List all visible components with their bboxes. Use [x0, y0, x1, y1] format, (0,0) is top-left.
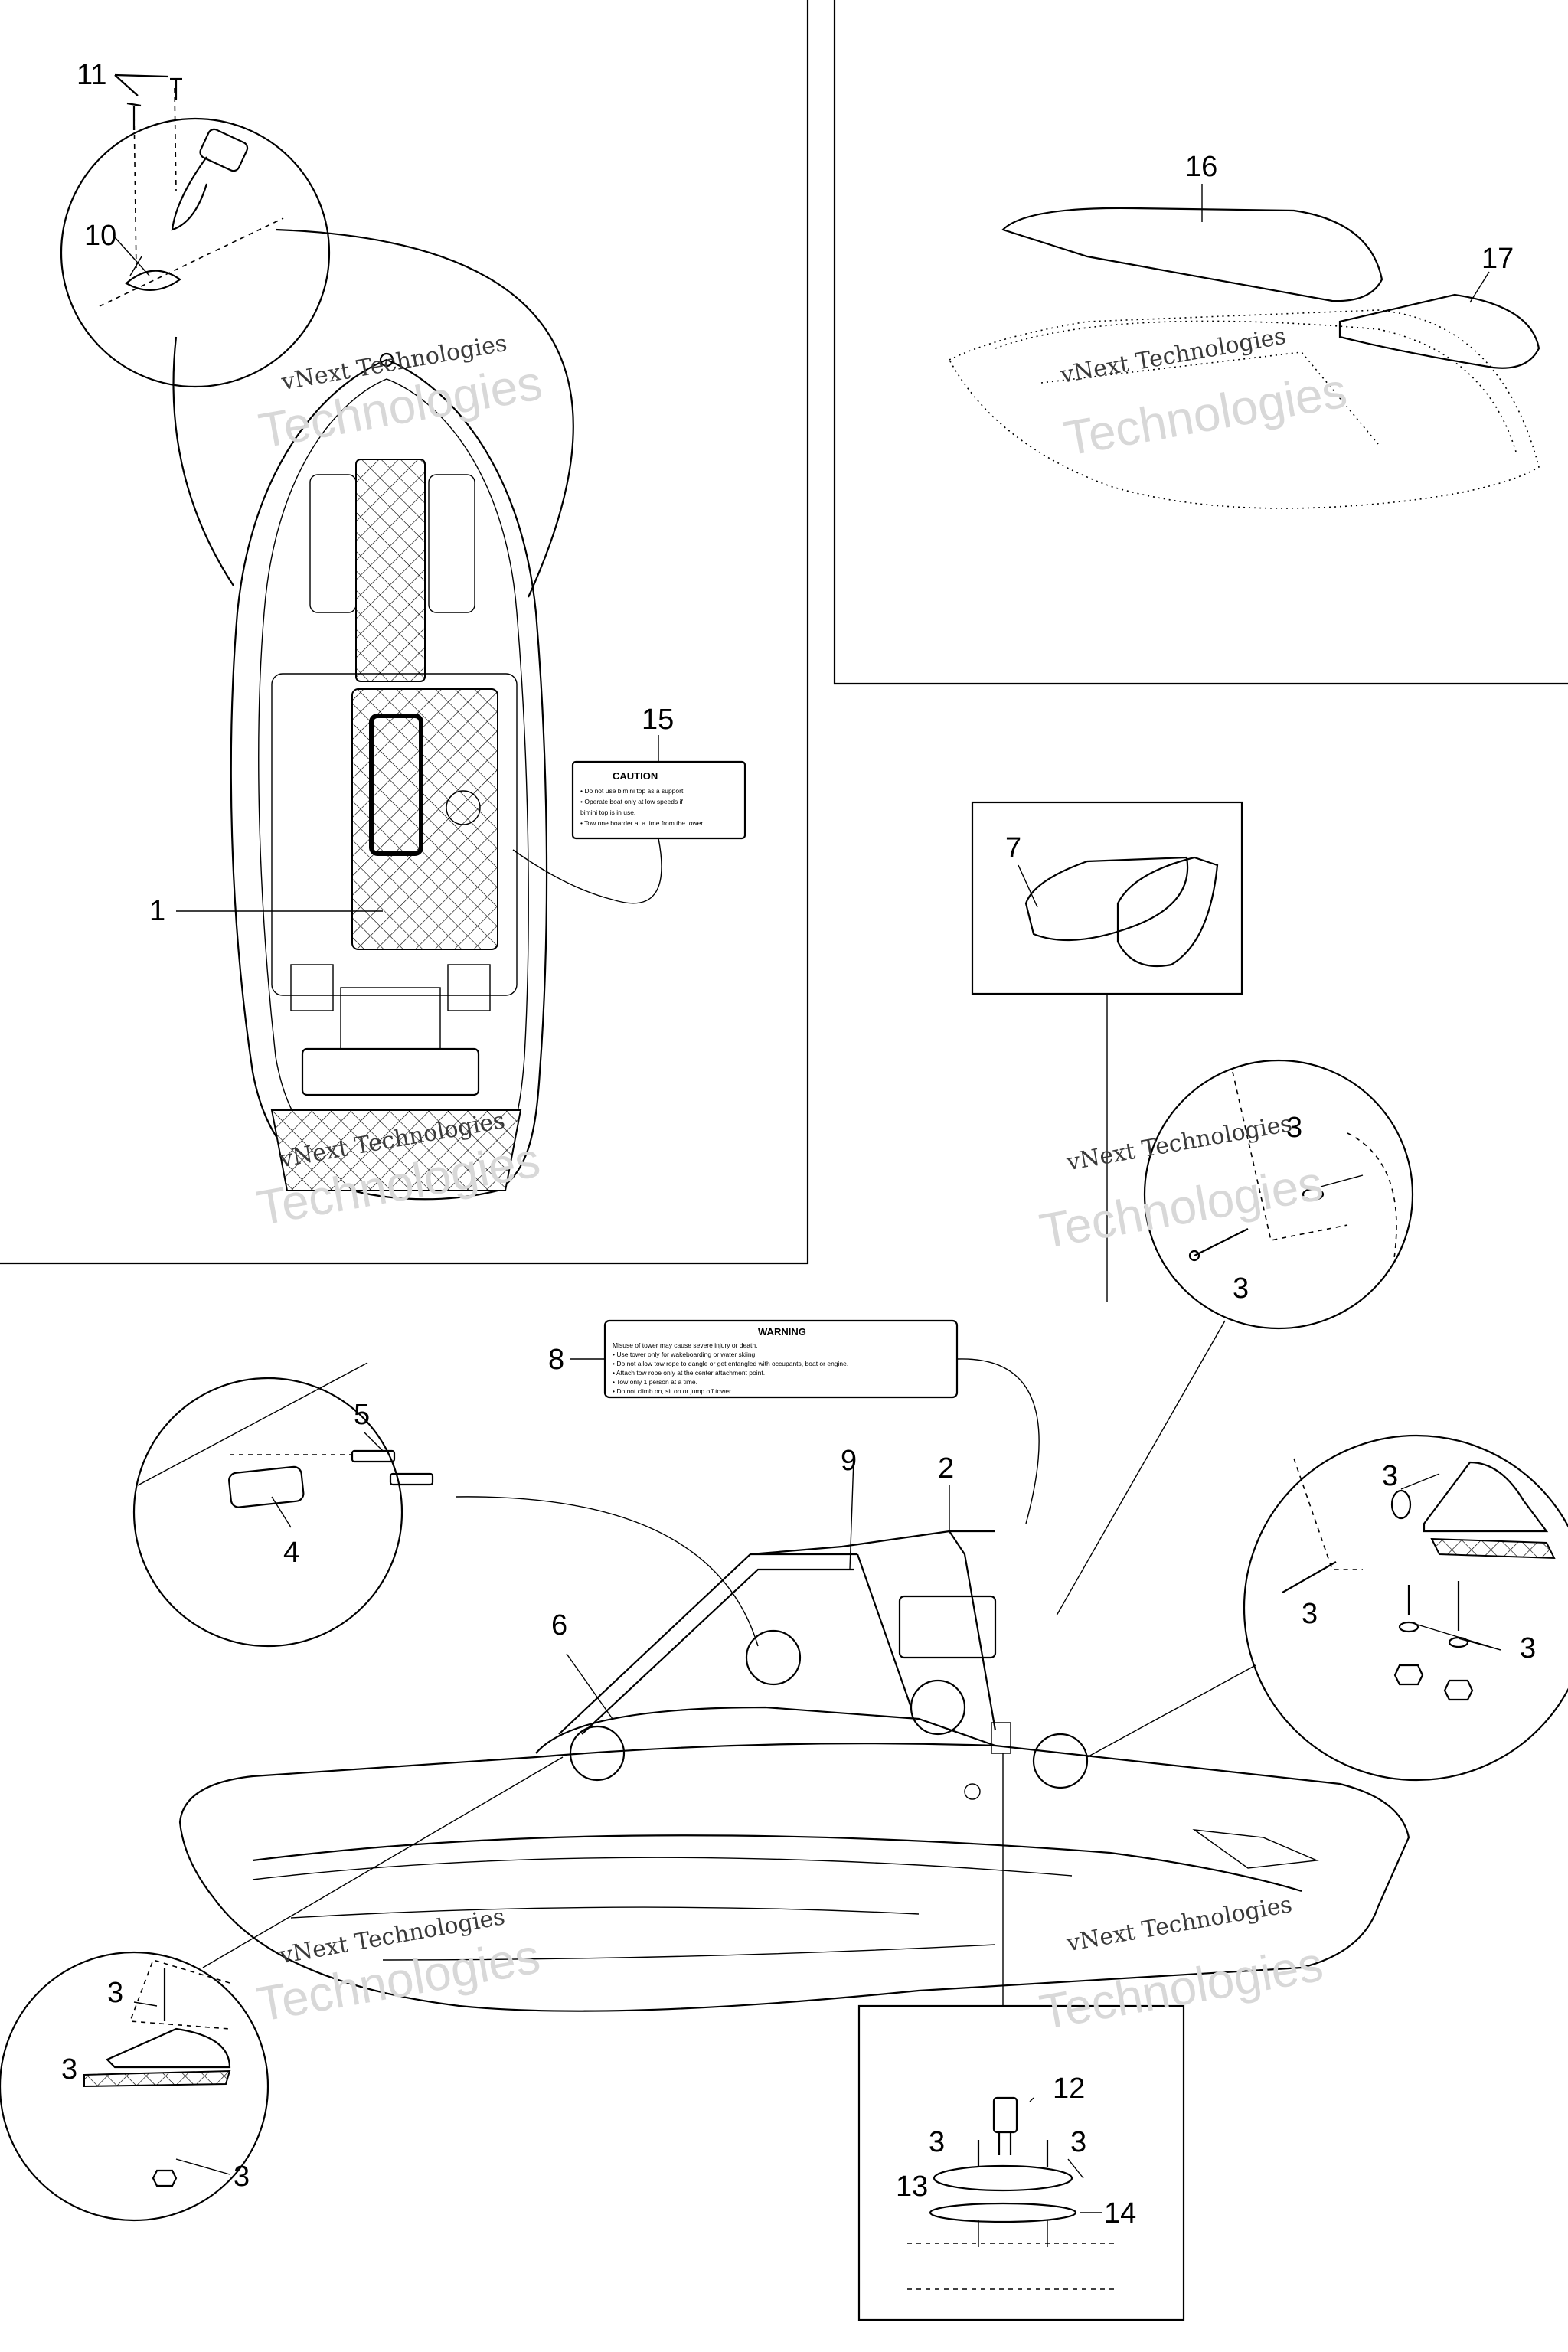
callout-8: 8 [548, 1344, 564, 1376]
svg-text:• Do not climb on, sit on or j: • Do not climb on, sit on or jump off to… [612, 1387, 733, 1395]
callout-2: 2 [938, 1452, 954, 1485]
inset-10-11 [60, 74, 331, 388]
inset-box-12 [858, 2004, 1185, 2321]
callout-17: 17 [1481, 243, 1514, 275]
boat-side-view [178, 1530, 1410, 2012]
callout-6: 6 [551, 1609, 567, 1642]
svg-text:• Do not allow tow rope to dan: • Do not allow tow rope to dangle or get… [612, 1360, 848, 1367]
callout-3-e: 3 [1520, 1632, 1536, 1664]
leader-circle-upper [1056, 1320, 1226, 1616]
callout-numbers: 11 10 1 15 16 17 7 3 3 8 5 4 9 2 6 3 3 3… [61, 59, 1536, 2230]
warning-label: WARNING Misuse of tower may cause severe… [603, 1319, 959, 1399]
leader-4-5 [455, 1496, 759, 1647]
inset-3-lower [1243, 1434, 1568, 1782]
inset-3-left [0, 1951, 270, 2222]
inset-12-13-14 [907, 2096, 1114, 2290]
callout-3-g: 3 [61, 2053, 77, 2086]
svg-text:• Operate boat only at low spe: • Operate boat only at low speeds if [580, 798, 683, 805]
callout-16: 16 [1185, 151, 1217, 183]
boat-top-view [230, 352, 548, 1200]
callout-7: 7 [1005, 832, 1021, 864]
callout-5: 5 [354, 1399, 370, 1431]
callout-3-c: 3 [1382, 1460, 1398, 1492]
callout-1: 1 [149, 895, 165, 927]
callout-15: 15 [642, 704, 674, 736]
leader-8 [956, 1358, 1040, 1524]
leader-circle-left [202, 1756, 564, 1968]
leader-inset-to-boat-left [172, 336, 234, 586]
callout-3-d: 3 [1302, 1598, 1318, 1630]
warning-title: WARNING [758, 1326, 806, 1338]
svg-text:• Use tower only for wakeboard: • Use tower only for wakeboarding or wat… [612, 1351, 757, 1358]
callout-10: 10 [84, 220, 116, 252]
callout-14: 14 [1104, 2197, 1136, 2230]
callout-3-i: 3 [929, 2126, 945, 2158]
inset-3-upper [1143, 1059, 1414, 1330]
leader-circle-lower [1086, 1664, 1256, 1758]
caution-label: CAUTION • Do not use bimini top as a sup… [571, 760, 746, 840]
callout-3-f: 3 [107, 1977, 123, 2009]
callout-leaders [129, 184, 1501, 2213]
callout-11: 11 [77, 59, 106, 91]
svg-text:• Do not use bimini top as a s: • Do not use bimini top as a support. [580, 787, 685, 795]
svg-text:• Tow only 1 person at a time.: • Tow only 1 person at a time. [612, 1378, 697, 1386]
caution-title: CAUTION [612, 770, 658, 782]
leader-15 [512, 838, 662, 904]
callout-13: 13 [896, 2171, 928, 2203]
callout-3-h: 3 [234, 2161, 250, 2193]
svg-text:Misuse of tower may cause seve: Misuse of tower may cause severe injury … [612, 1341, 757, 1349]
callout-4: 4 [283, 1537, 299, 1569]
svg-text:bimini top is in use.: bimini top is in use. [580, 808, 635, 816]
inset-4-5 [132, 1362, 434, 1648]
svg-text:• Tow one boarder at a time fr: • Tow one boarder at a time from the tow… [580, 819, 704, 827]
tow-hooks-7 [1024, 856, 1219, 968]
callout-3-j: 3 [1070, 2126, 1086, 2158]
cover-view [948, 207, 1540, 509]
callout-12: 12 [1053, 2073, 1085, 2105]
callout-3-b: 3 [1233, 1272, 1249, 1305]
callout-9: 9 [841, 1445, 857, 1477]
svg-text:• Attach tow rope only at the: • Attach tow rope only at the center att… [612, 1369, 765, 1377]
callout-3-a: 3 [1286, 1112, 1302, 1144]
leader-inset-to-boat-right [275, 228, 574, 598]
inset-box-7 [971, 801, 1243, 995]
